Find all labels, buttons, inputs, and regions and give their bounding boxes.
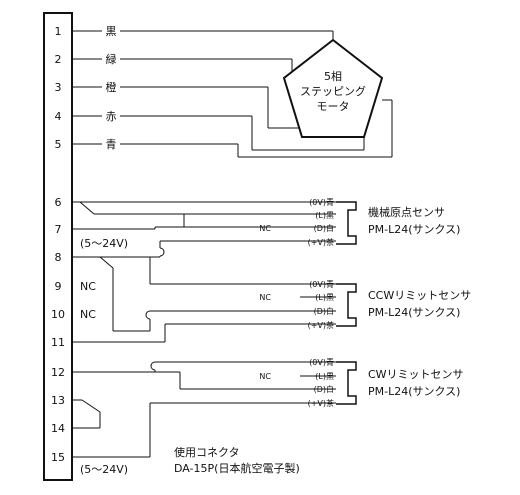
pin-9-label: 9 bbox=[55, 280, 62, 293]
nc-label-pin10: NC bbox=[80, 308, 96, 321]
pin-6-label: 6 bbox=[55, 196, 62, 209]
ccw-sensor-name: CCWリミットセンサ bbox=[368, 289, 471, 302]
ccw-sensor-symbol bbox=[336, 283, 357, 327]
motor-title-line1: 5相 bbox=[324, 70, 342, 83]
pin-10-label: 10 bbox=[51, 308, 65, 321]
home-sensor-wires bbox=[72, 201, 336, 285]
motor-title-line2: ステッピング bbox=[300, 84, 366, 98]
stepping-motor-symbol bbox=[282, 38, 384, 138]
wire-label-blue: 青 bbox=[106, 138, 117, 151]
pin-1-label: 1 bbox=[55, 25, 62, 38]
ccw-sensor-pin-0v: (0V)青 bbox=[309, 279, 334, 289]
ccw-sensor-pin-d: (D)白 bbox=[314, 306, 334, 316]
cw-sensor-symbol bbox=[336, 361, 357, 405]
voltage-label-pin15: (5～24V) bbox=[80, 463, 128, 476]
cw-sensor-nc: NC bbox=[259, 372, 271, 381]
pin-5-label: 5 bbox=[55, 138, 62, 151]
ccw-sensor-wires bbox=[72, 256, 336, 343]
connector-name-line2: DA-15P(日本航空電子製) bbox=[174, 461, 300, 475]
cw-sensor-model: PM-L24(サンクス) bbox=[368, 385, 460, 398]
wire-label-green: 緑 bbox=[106, 52, 117, 66]
home-sensor-pin-l: (L)黒 bbox=[315, 211, 334, 220]
home-sensor-pin-d: (D)白 bbox=[314, 223, 334, 233]
pin-15-label: 15 bbox=[51, 451, 65, 464]
ccw-sensor-model: PM-L24(サンクス) bbox=[368, 306, 460, 319]
home-sensor-pin-0v: (0V)青 bbox=[309, 197, 334, 207]
ccw-sensor-pin-v: (+V)茶 bbox=[308, 320, 334, 330]
ccw-sensor-nc: NC bbox=[259, 293, 271, 302]
home-sensor-pin-v: (+V)茶 bbox=[308, 237, 334, 247]
wire-label-orange: 橙 bbox=[106, 80, 117, 94]
pin-14-label: 14 bbox=[51, 422, 65, 435]
pin-12-label: 12 bbox=[51, 366, 65, 379]
pin-13-label: 13 bbox=[51, 394, 65, 407]
home-sensor-symbol bbox=[336, 201, 357, 245]
pin-11-label: 11 bbox=[51, 336, 65, 349]
cw-sensor-pin-d: (D)白 bbox=[314, 384, 334, 394]
cw-sensor-pin-v: (+V)茶 bbox=[308, 398, 334, 408]
connector-name-line1: 使用コネクタ bbox=[174, 446, 240, 459]
pin-3-label: 3 bbox=[55, 81, 62, 94]
pin-8-label: 8 bbox=[55, 251, 62, 264]
connector-body bbox=[43, 12, 73, 481]
wire-label-red: 赤 bbox=[106, 110, 117, 123]
wire-label-black: 黒 bbox=[106, 25, 117, 38]
pin-4-label: 4 bbox=[55, 110, 62, 123]
home-sensor-model: PM-L24(サンクス) bbox=[368, 223, 460, 236]
voltage-label-pin8: (5～24V) bbox=[80, 237, 128, 250]
motor-wires bbox=[72, 30, 393, 158]
ccw-sensor-pin-l: (L)黒 bbox=[315, 293, 334, 302]
cw-sensor-wires bbox=[72, 361, 336, 458]
cw-sensor-name: CWリミットセンサ bbox=[368, 368, 464, 381]
pin-7-label: 7 bbox=[55, 223, 62, 236]
home-sensor-nc: NC bbox=[259, 224, 271, 233]
cw-sensor-pin-0v: (0V)青 bbox=[309, 357, 334, 367]
nc-label-pin9: NC bbox=[80, 280, 96, 293]
pin-2-label: 2 bbox=[55, 53, 62, 66]
home-sensor-name: 機械原点センサ bbox=[368, 205, 445, 219]
motor-title-line3: モータ bbox=[317, 100, 350, 113]
cw-sensor-pin-l: (L)黒 bbox=[315, 372, 334, 381]
